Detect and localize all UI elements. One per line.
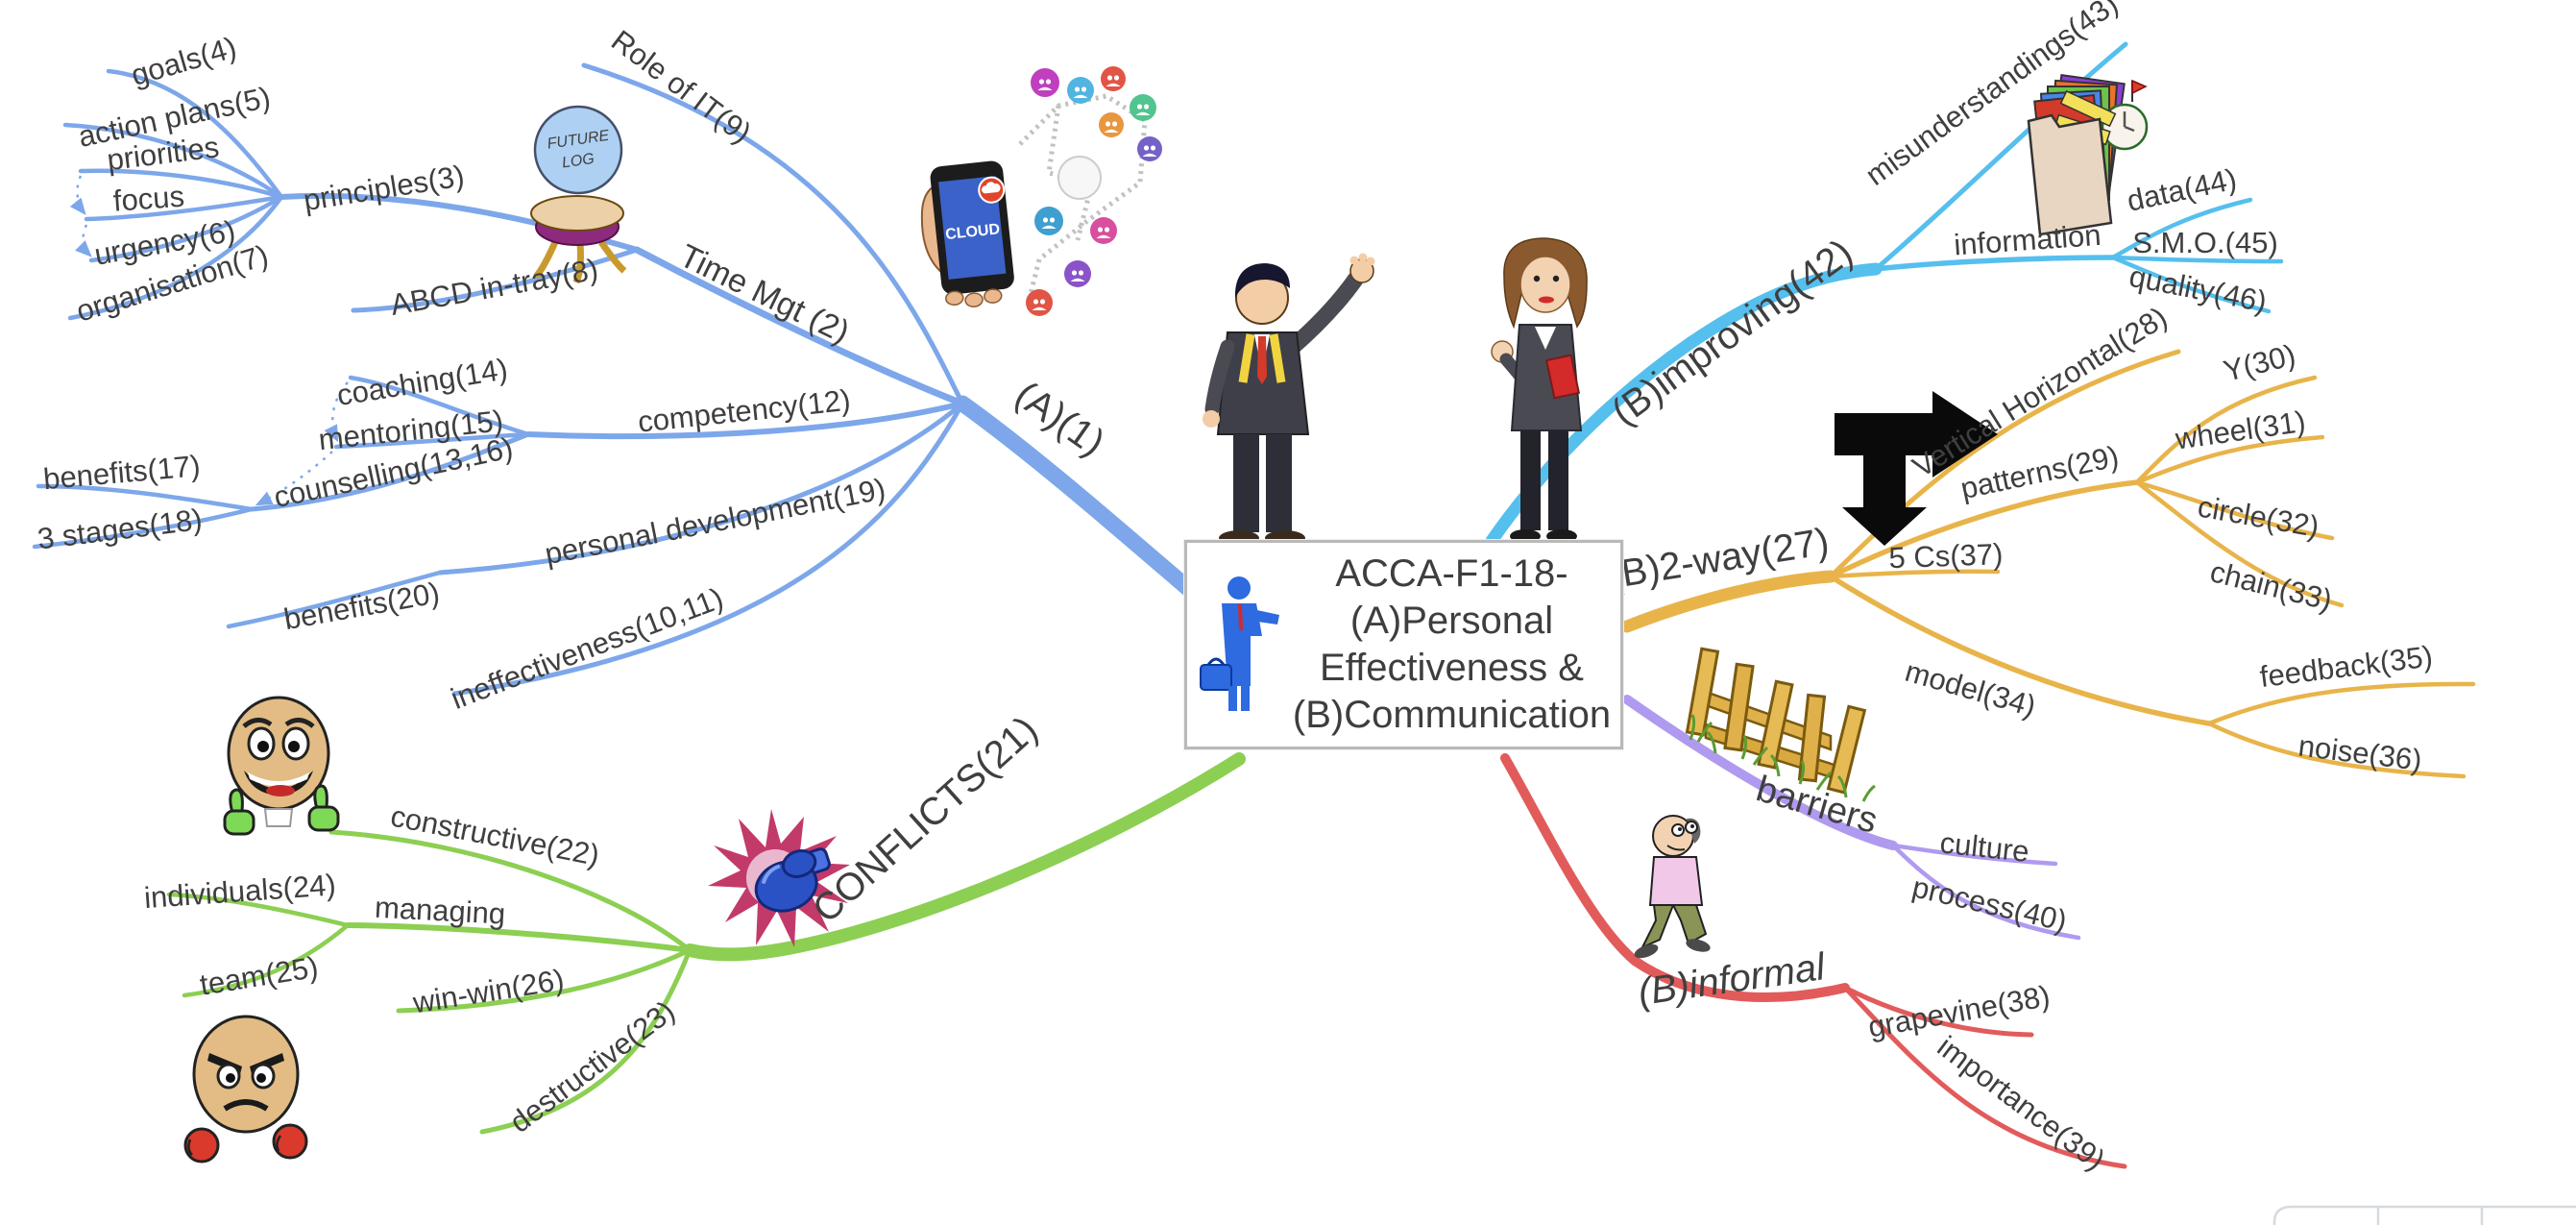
node-smo[interactable]: S.M.O.(45) — [2132, 226, 2278, 259]
thumb-up-left — [223, 788, 255, 836]
node-culture[interactable]: culture — [1938, 825, 2030, 869]
central-topic-title: ACCA-F1-18- (A)Personal Effectiveness & … — [1289, 551, 1620, 738]
node-principles[interactable]: principles(3) — [302, 159, 467, 217]
fence-icon[interactable] — [1685, 647, 1876, 802]
node-model[interactable]: model(34) — [1902, 654, 2040, 723]
node-importance[interactable]: importance(39) — [1932, 1029, 2112, 1176]
node-benefits-20[interactable]: benefits(20) — [281, 576, 442, 636]
future-log-text-2: LOG — [561, 151, 595, 172]
branch-2way-lines — [1828, 349, 2476, 779]
node-team[interactable]: team(25) — [198, 950, 321, 1002]
node-patterns[interactable]: patterns(29) — [1957, 439, 2122, 505]
branch-a-stem — [954, 395, 1200, 600]
future-log-crystal-ball-icon[interactable]: FUTURE LOG — [530, 105, 627, 284]
node-goals[interactable]: goals(4) — [128, 31, 240, 93]
angry-face-fists-icon[interactable] — [183, 1015, 308, 1164]
node-win-win[interactable]: win-win(26) — [410, 963, 567, 1020]
title-line-3: Effectiveness & — [1320, 647, 1584, 689]
node-destructive[interactable]: destructive(23) — [503, 993, 681, 1139]
node-chain[interactable]: chain(33) — [2207, 554, 2336, 617]
businesswoman-character[interactable] — [1491, 237, 1588, 543]
arrow-focus-urgency — [75, 224, 92, 257]
branch-informal-stem — [1500, 753, 1850, 1002]
node-role-of-it[interactable]: Role of IT(9) — [605, 23, 758, 150]
branch-conflicts-stem — [683, 752, 1246, 962]
node-3-stages[interactable]: 3 stages(18) — [36, 502, 204, 556]
node-abcd-in-tray[interactable]: ABCD in-tray(8) — [388, 252, 601, 321]
node-benefits-17[interactable]: benefits(17) — [42, 449, 202, 496]
branch-conflicts-lines — [166, 829, 693, 1135]
node-managing[interactable]: managing — [374, 891, 506, 931]
node-personal-development[interactable]: personal development(19) — [542, 472, 887, 571]
node-individuals[interactable]: individuals(24) — [143, 868, 337, 915]
node-time-mgt[interactable]: Time Mgt (2) — [674, 237, 856, 351]
node-circle[interactable]: circle(32) — [2196, 489, 2322, 544]
arrow-priorities-focus — [69, 175, 86, 215]
branch-improving-label[interactable]: (B)improving(42) — [1604, 232, 1860, 434]
folders-icon[interactable] — [2027, 73, 2149, 236]
branch-barriers-labels: barriers culture process(40) — [1752, 769, 2070, 938]
businessman-character[interactable] — [1203, 253, 1375, 547]
central-topic-box[interactable]: ACCA-F1-18- (A)Personal Effectiveness & … — [1184, 540, 1623, 749]
branch-conflicts-label[interactable]: CONFLICTS(21) — [805, 708, 1046, 931]
node-process[interactable]: process(40) — [1909, 870, 2070, 938]
node-ineffectiveness[interactable]: ineffectiveness(10,11) — [447, 581, 728, 716]
title-line-4: (B)Communication — [1292, 693, 1612, 736]
title-line-2: (A)Personal — [1349, 600, 1554, 643]
thumb-up-right — [307, 784, 340, 832]
corner-toolbar[interactable] — [2272, 1205, 2576, 1225]
branch-barriers-stem — [1622, 695, 1898, 850]
cloud-phone-text: CLOUD — [945, 221, 1001, 243]
branch-improving-labels: (B)improving(42) misunderstandings(43) i… — [1604, 0, 2278, 433]
happy-face-thumbs-up-icon[interactable] — [223, 696, 340, 836]
direction-arrow-icon[interactable] — [1835, 391, 1998, 546]
node-focus[interactable]: focus — [112, 180, 185, 218]
walking-man-icon[interactable] — [1633, 815, 1712, 961]
branch-barriers-lines — [1890, 843, 2081, 941]
branch-improving-lines — [1873, 41, 2284, 314]
node-noise[interactable]: noise(36) — [2297, 728, 2424, 776]
title-line-1: ACCA-F1-18- — [1335, 552, 1568, 596]
boxing-glove-icon[interactable] — [708, 809, 850, 947]
branch-2way-stem — [1620, 570, 1837, 633]
cloud-network-icon[interactable]: CLOUD — [920, 66, 1162, 316]
businessman-clipart-icon — [1200, 576, 1279, 711]
branch-informal-label[interactable]: (B)informal — [1636, 945, 1829, 1014]
node-coaching[interactable]: coaching(14) — [334, 352, 509, 412]
branch-a-lines — [32, 62, 966, 697]
node-y[interactable]: Y(30) — [2220, 338, 2298, 388]
branch-informal-lines — [1842, 985, 2127, 1169]
node-5cs[interactable]: 5 Cs(37) — [1888, 537, 2004, 575]
